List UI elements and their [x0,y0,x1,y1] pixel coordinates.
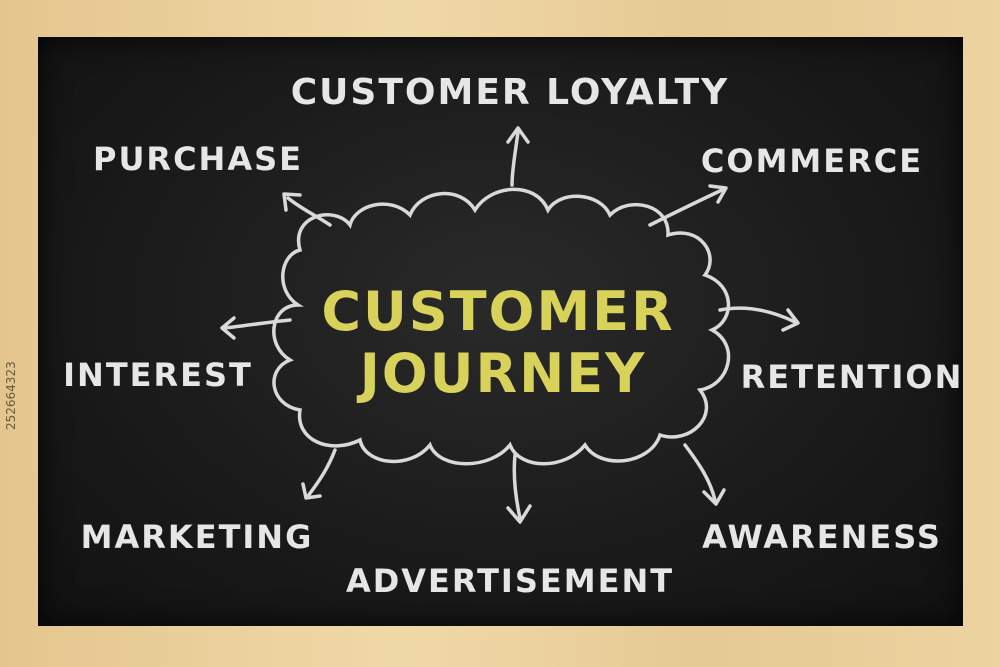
arrow-to-retention [718,306,800,332]
label-advertisement: ADVERTISEMENT [346,562,674,600]
center-title-line1: CUSTOMER [321,280,674,343]
arrow-to-interest [220,316,292,340]
arrow-to-commerce [648,184,728,227]
label-retention: RETENTION [741,358,964,396]
arrows [220,126,800,524]
arrow-to-awareness [683,443,726,506]
label-interest: INTEREST [63,356,253,394]
label-marketing: MARKETING [81,518,314,556]
arrow-to-loyalty [506,126,530,187]
stock-id-watermark: 252664323 [4,361,18,430]
center-title-line2: JOURNEY [356,342,647,405]
label-purchase: PURCHASE [93,140,303,178]
cloud-shape [272,187,731,466]
label-commerce: COMMERCE [701,142,923,180]
chalkboard [38,37,963,626]
arrow-to-advertisement [506,453,532,524]
label-customer-loyalty: CUSTOMER LOYALTY [291,72,729,113]
arrow-to-purchase [282,192,332,227]
label-awareness: AWARENESS [702,518,942,556]
arrow-to-marketing [301,448,337,500]
